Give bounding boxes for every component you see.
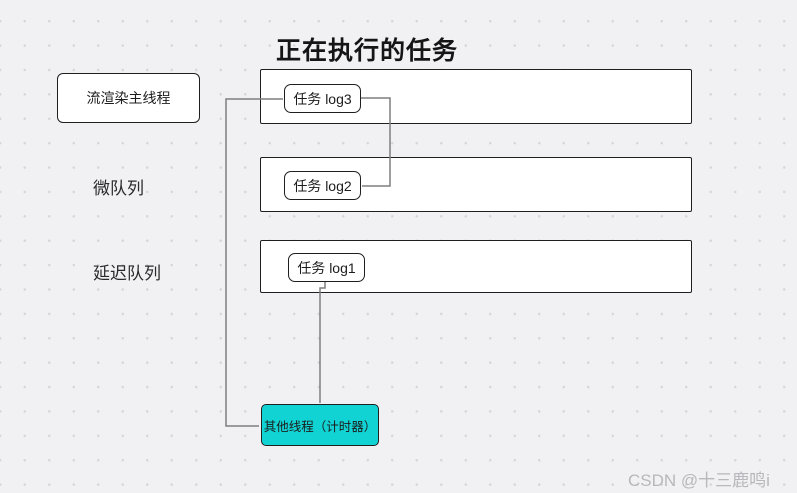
task-log2-label: 任务 log2 (293, 177, 352, 194)
diagram-title: 正在执行的任务 (276, 37, 459, 65)
main-thread-box: 流渲染主线程 (57, 73, 200, 123)
task-log3-box: 任务 log3 (284, 84, 361, 113)
task-log1-box: 任务 log1 (288, 253, 365, 282)
task-log3-label: 任务 log3 (293, 90, 352, 107)
timer-thread-box: 其他线程（计时器） (261, 404, 379, 446)
connector-log1-to-timer-thread (319, 282, 326, 403)
timer-thread-label: 其他线程（计时器） (263, 419, 377, 434)
micro-queue-label: 微队列 (93, 179, 144, 198)
task-log1-label: 任务 log1 (297, 259, 356, 276)
delay-queue-label: 延迟队列 (93, 264, 161, 283)
csdn-watermark: CSDN @十三鹿鸣i (628, 471, 770, 490)
main-thread-label: 流渲染主线程 (86, 90, 171, 106)
task-log2-box: 任务 log2 (284, 171, 361, 200)
